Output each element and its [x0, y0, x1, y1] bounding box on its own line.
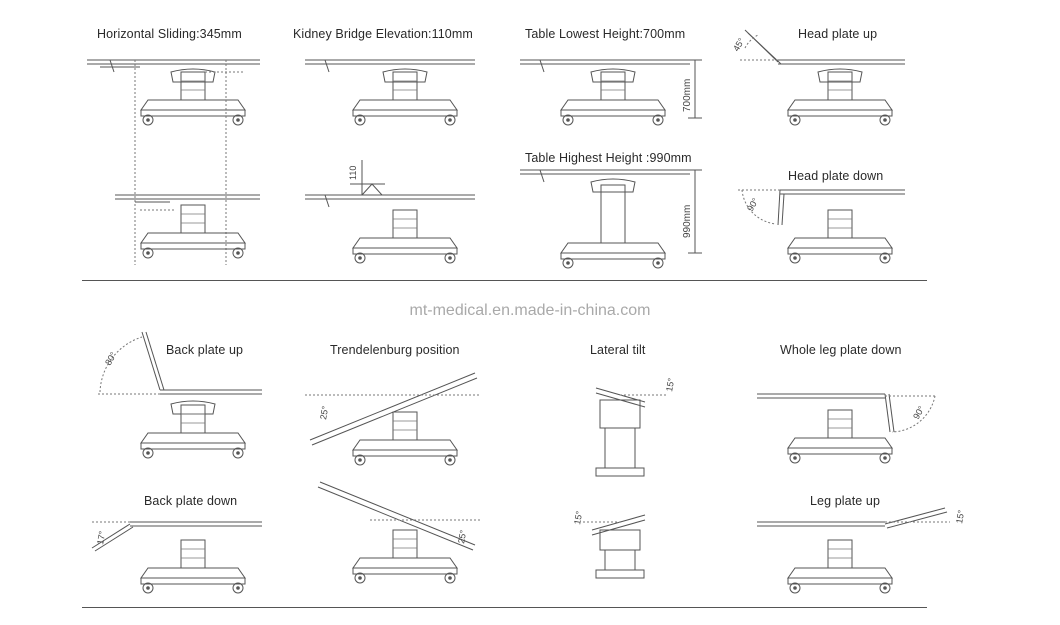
figure-table-lowest: 700mm: [520, 59, 702, 126]
figure-lateral-tilt-top: 15°: [595, 377, 676, 477]
caption-back-plate-up: Back plate up: [166, 343, 244, 357]
figure-whole-leg-down: 90°: [757, 393, 936, 464]
figure-lateral-tilt-bottom: 15°: [572, 510, 646, 579]
caption-table-lowest: Table Lowest Height:700mm: [525, 27, 686, 41]
lateral-angle-1: 15°: [664, 377, 676, 393]
head-down-angle: 90°: [745, 196, 761, 213]
figure-head-plate-up: 45°: [731, 29, 905, 126]
figure-trendelenburg-top: 25°: [305, 372, 480, 466]
caption-horizontal-sliding: Horizontal Sliding:345mm: [97, 27, 242, 41]
caption-table-highest: Table Highest Height :990mm: [525, 151, 692, 165]
figure-leg-plate-up: 15°: [757, 507, 966, 594]
caption-head-plate-up: Head plate up: [798, 27, 878, 41]
watermark: mt-medical.en.made-in-china.com: [409, 302, 651, 319]
figure-trendelenburg-bottom: 25°: [317, 481, 480, 584]
figure-back-plate-down: 17°: [91, 521, 262, 594]
kidney-dimension: 110: [348, 166, 358, 180]
back-up-angle: 80°: [103, 350, 119, 367]
leg-up-angle: 15°: [954, 509, 966, 525]
lowest-dimension: 700mm: [682, 79, 693, 112]
leg-down-angle: 90°: [911, 404, 927, 421]
trend-angle-1: 25°: [318, 405, 330, 421]
divider-top: [82, 280, 927, 281]
caption-back-plate-down: Back plate down: [144, 494, 238, 508]
divider-bottom: [82, 607, 927, 608]
back-down-angle: 17°: [95, 530, 107, 546]
highest-dimension: 990mm: [682, 205, 693, 238]
caption-leg-plate-up: Leg plate up: [810, 494, 881, 508]
trend-angle-2: 25°: [456, 529, 468, 545]
figure-horizontal-sliding-top: [87, 59, 260, 265]
lateral-angle-2: 15°: [572, 510, 584, 526]
caption-kidney-bridge: Kidney Bridge Elevation:110mm: [293, 27, 473, 41]
figure-kidney-bottom: 110: [305, 160, 475, 264]
caption-lateral-tilt: Lateral tilt: [590, 343, 646, 357]
figure-head-plate-down: 90°: [738, 189, 905, 264]
caption-trendelenburg: Trendelenburg position: [330, 343, 460, 357]
figure-horizontal-sliding-bottom: [115, 194, 260, 259]
caption-whole-leg-down: Whole leg plate down: [780, 343, 902, 357]
head-up-angle: 45°: [731, 36, 747, 53]
caption-head-plate-down: Head plate down: [788, 169, 884, 183]
figure-kidney-top: [305, 59, 475, 126]
figure-table-highest: 990mm: [520, 169, 702, 269]
